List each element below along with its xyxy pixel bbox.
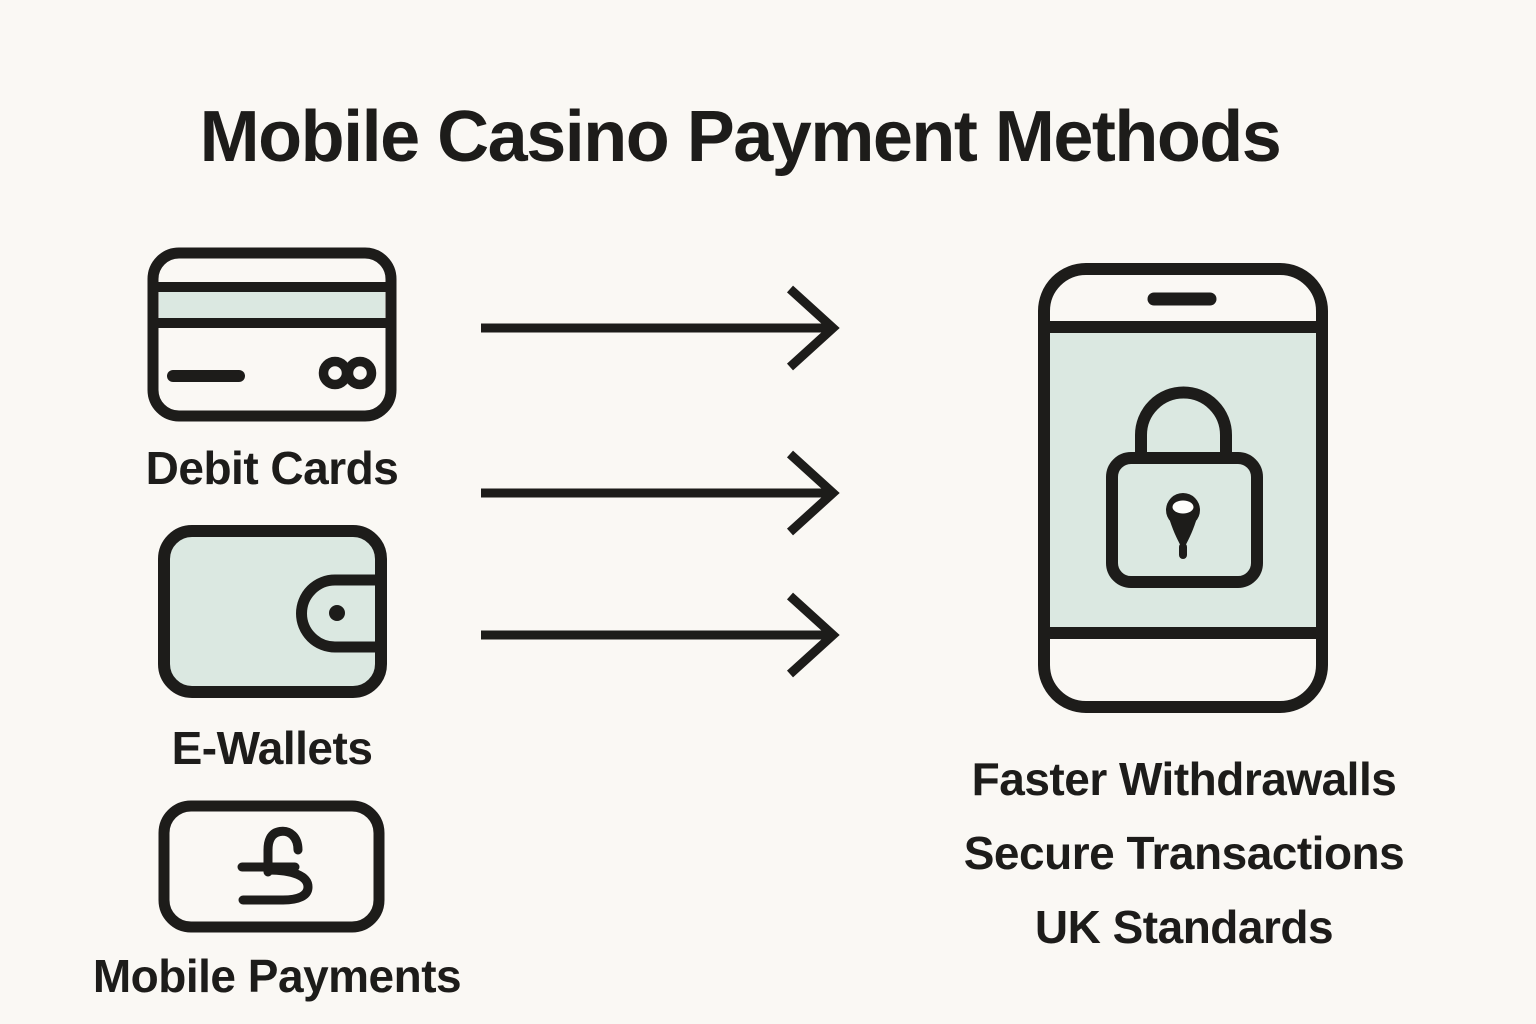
padlock-shackle [1135,386,1232,463]
secure-phone-svg [1038,263,1328,713]
benefit-faster-withdrawals: Faster Withdrawalls [971,753,1397,805]
padlock-icon [1106,386,1263,588]
pound-sign-glyph [237,826,313,905]
e-wallet-svg [158,525,387,698]
e-wallets-label: E-Wallets [171,722,373,774]
secure-phone-lock-icon [1038,263,1328,713]
pound-note-svg [158,800,385,933]
page-title: Mobile Casino Payment Methods [199,97,1282,177]
benefit-uk-standards: UK Standards [1034,901,1334,953]
card-brand-circle-right [343,356,377,390]
arrow-right-icon [478,282,862,374]
wallet-clasp [296,574,387,653]
benefit-secure-transactions: Secure Transactions [963,827,1405,879]
arrow-right-icon [478,589,862,681]
wallet-clasp-dot [329,605,345,621]
padlock-body [1106,452,1263,588]
debit-card-icon [147,247,397,422]
card-brand-circle-left [318,356,352,390]
benefits-list: Faster Withdrawalls Secure Transactions … [880,742,1488,964]
debit-card-svg [147,247,397,422]
pound-note-icon [158,800,385,933]
mobile-payments-label: Mobile Payments [92,950,462,1002]
arrow-right-icon [478,447,862,539]
debit-cards-label: Debit Cards [145,442,399,494]
e-wallet-icon [158,525,388,698]
keyhole [1166,493,1200,559]
